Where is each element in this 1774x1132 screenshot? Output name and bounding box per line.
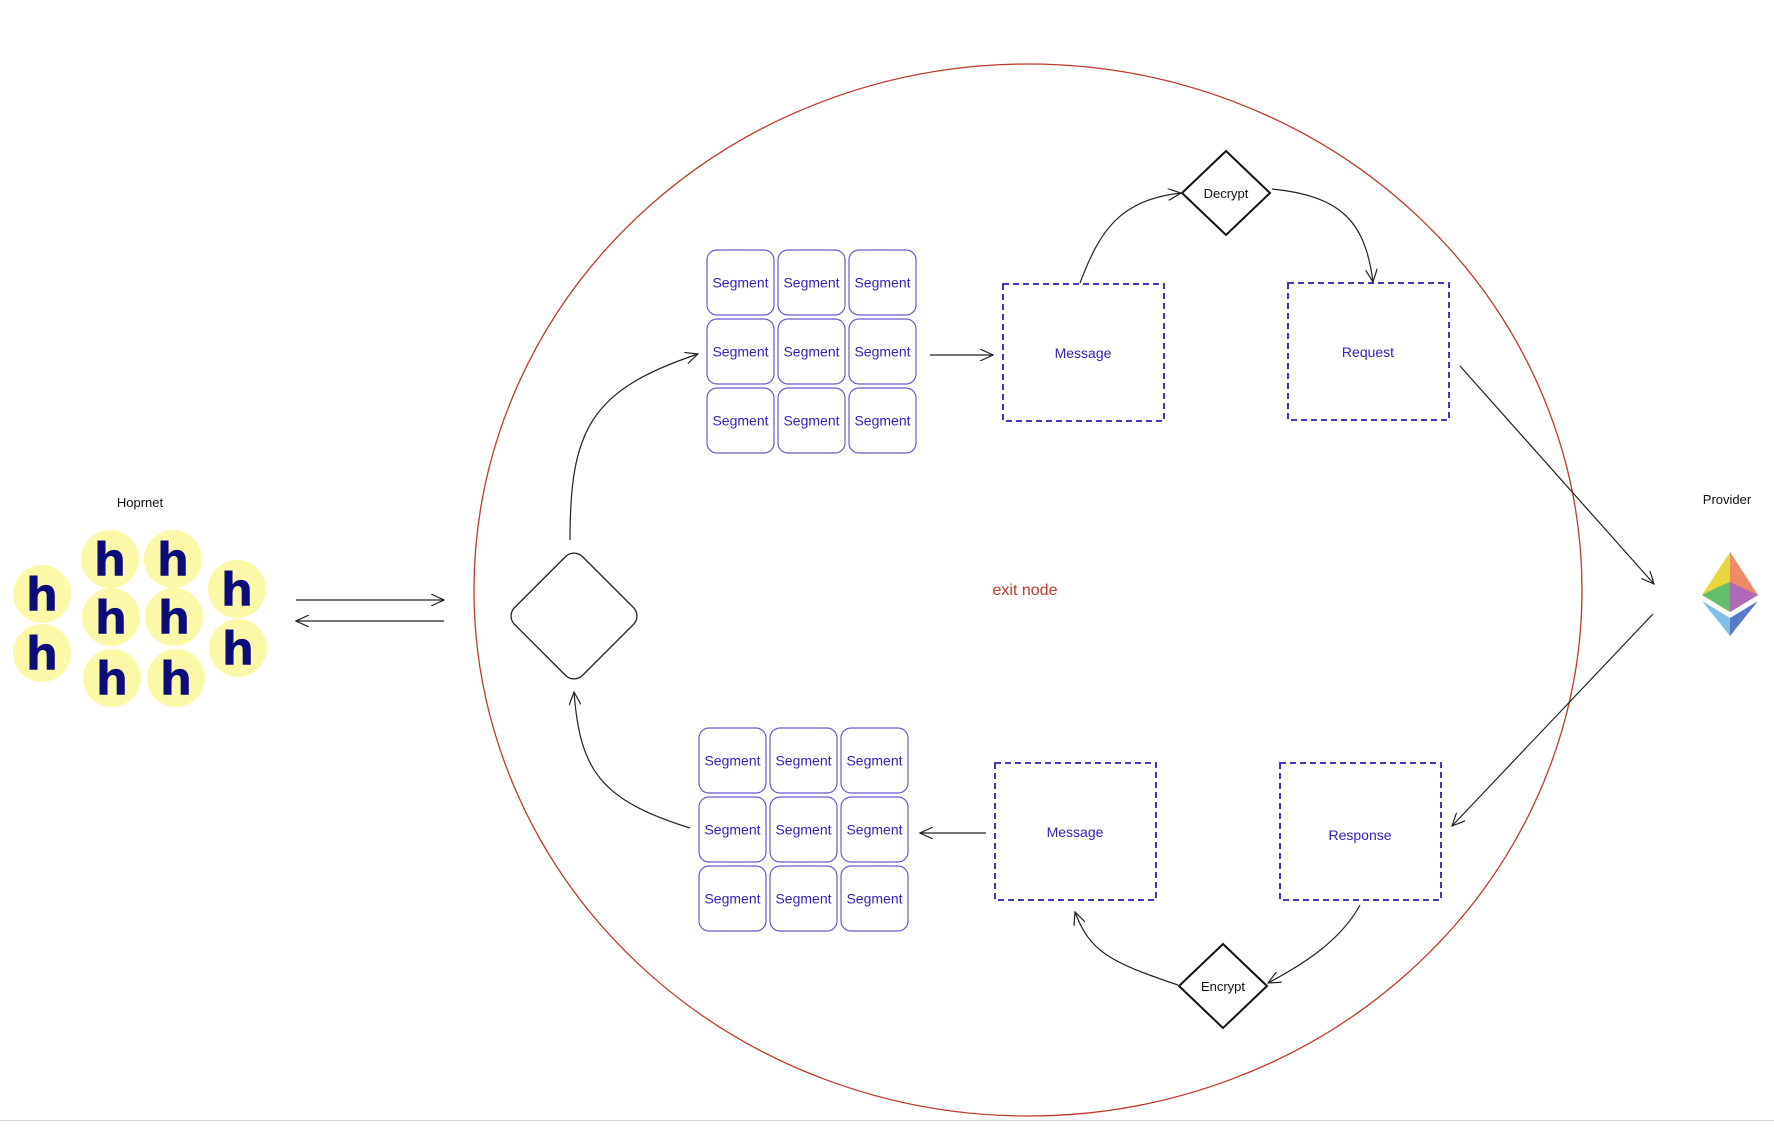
segment-label: Segment (775, 822, 831, 838)
segment-cell: Segment (706, 318, 775, 385)
segment-cell: Segment (848, 318, 917, 385)
segment-cell: Segment (706, 249, 775, 316)
hoprnet-node-letter: h (222, 622, 255, 676)
exit-node-label: exit node (993, 582, 1058, 599)
segment-label: Segment (783, 413, 839, 429)
response-message-box (994, 762, 1157, 901)
hoprnet-node-letter: h (221, 563, 254, 617)
segment-cell: Segment (777, 318, 846, 385)
segment-cell: Segment (840, 727, 909, 794)
hoprnet-node: h (147, 649, 205, 707)
message-to-decrypt-arrow (1079, 193, 1181, 284)
hoprnet-node: h (209, 619, 267, 677)
decrypt-label: Decrypt (1204, 186, 1249, 201)
segment-label: Segment (775, 753, 831, 769)
segment-cell: Segment (769, 796, 838, 863)
segment-label: Segment (846, 753, 902, 769)
router-diamond (510, 552, 638, 680)
hoprnet-node: h (144, 530, 202, 588)
segment-label: Segment (704, 822, 760, 838)
segment-cell: Segment (769, 865, 838, 932)
segment-label: Segment (712, 275, 768, 291)
encrypt-label: Encrypt (1201, 979, 1245, 994)
segment-label: Segment (704, 753, 760, 769)
segment-cell: Segment (840, 796, 909, 863)
hoprnet-node: h (81, 530, 139, 588)
segment-cell: Segment (706, 387, 775, 454)
hoprnet-node: h (13, 565, 71, 623)
decrypt-to-request-arrow (1271, 188, 1373, 282)
segment-label: Segment (704, 891, 760, 907)
request-to-provider-arrow (1459, 365, 1654, 584)
request-label: Request (1342, 344, 1394, 360)
request-message-label: Message (1055, 345, 1112, 361)
exit-node-circle (473, 63, 1583, 1117)
segment-cell: Segment (840, 865, 909, 932)
response-to-encrypt-arrow (1268, 904, 1361, 983)
segment-label: Segment (712, 413, 768, 429)
hoprnet-node-letter: h (26, 627, 59, 681)
hoprnet-node-letter: h (160, 652, 193, 706)
request-box (1287, 282, 1450, 421)
segment-cell: Segment (698, 796, 767, 863)
segment-label: Segment (854, 344, 910, 360)
segment-cell: Segment (698, 727, 767, 794)
hoprnet-node: h (83, 649, 141, 707)
segment-label: Segment (846, 891, 902, 907)
hoprnet-node: h (208, 560, 266, 618)
segment-label: Segment (854, 413, 910, 429)
segment-cell: Segment (769, 727, 838, 794)
response-box (1279, 762, 1442, 901)
segment-label: Segment (712, 344, 768, 360)
response-label: Response (1328, 827, 1391, 843)
hoprnet-node-letter: h (95, 591, 128, 645)
page-bottom-border (0, 1120, 1774, 1121)
router-to-request-segments-arrow (569, 354, 698, 541)
encrypt-diamond (1177, 942, 1269, 1030)
provider-to-response-arrow (1452, 613, 1654, 826)
hoprnet-node-letter: h (157, 533, 190, 587)
segment-label: Segment (775, 891, 831, 907)
request-message-box (1002, 283, 1165, 422)
hoprnet-node: h (13, 624, 71, 682)
hoprnet-node: h (145, 588, 203, 646)
hoprnet-node: h (82, 588, 140, 646)
segment-label: Segment (854, 275, 910, 291)
segment-cell: Segment (777, 249, 846, 316)
segment-label: Segment (846, 822, 902, 838)
ethereum-logo-icon (1702, 552, 1758, 636)
segment-cell: Segment (848, 249, 917, 316)
hoprnet-node-letter: h (158, 591, 191, 645)
hoprnet-node-letter: h (96, 652, 129, 706)
segment-cell: Segment (698, 865, 767, 932)
segment-cell: Segment (848, 387, 917, 454)
response-message-label: Message (1047, 824, 1104, 840)
segment-label: Segment (783, 275, 839, 291)
hoprnet-node-letter: h (94, 533, 127, 587)
decrypt-diamond (1180, 149, 1272, 237)
segment-label: Segment (783, 344, 839, 360)
segment-cell: Segment (777, 387, 846, 454)
response-segments-to-router-arrow (574, 692, 691, 829)
hoprnet-node-letter: h (26, 568, 59, 622)
encrypt-to-message-arrow (1075, 912, 1179, 986)
provider-label: Provider (1703, 492, 1752, 507)
hoprnet-label: Hoprnet (117, 495, 164, 510)
